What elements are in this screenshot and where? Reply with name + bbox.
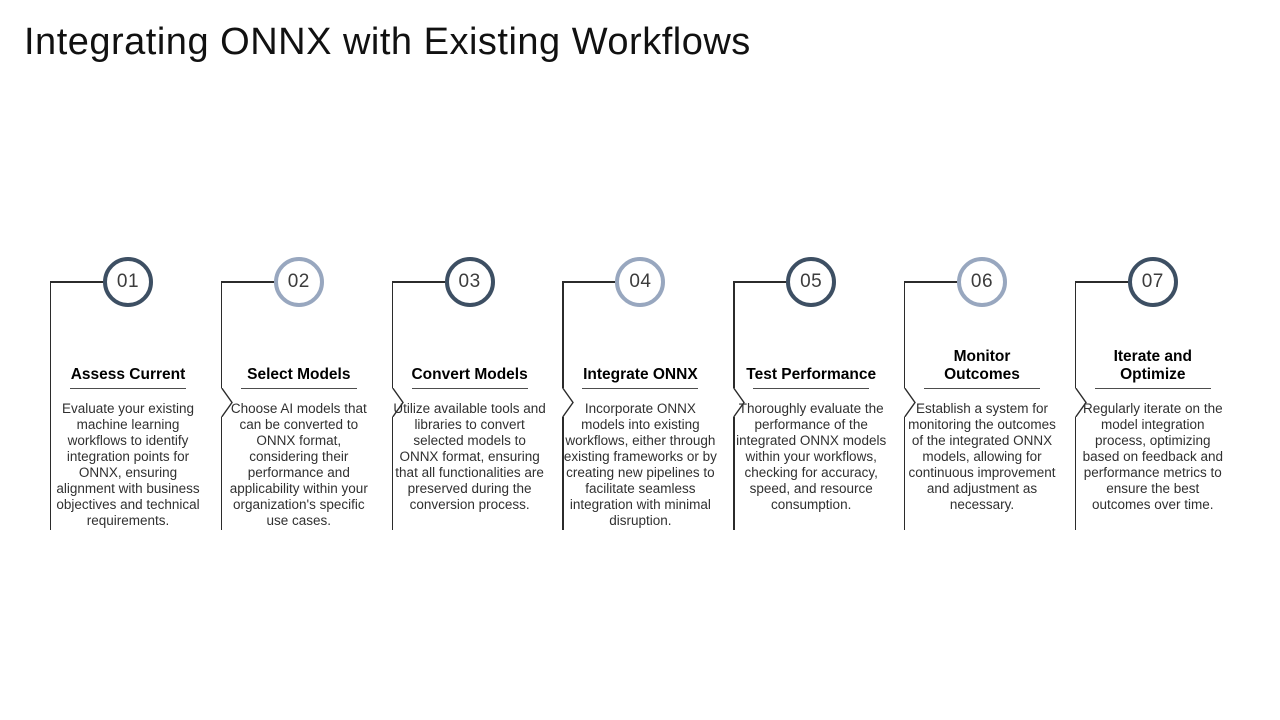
title-separator — [582, 388, 699, 389]
step-title-area: Iterate and Optimize — [1075, 328, 1231, 384]
step-title: Test Performance — [746, 366, 877, 383]
connector-line — [733, 281, 790, 283]
step-item: 05 Test Performance Thoroughly evaluate … — [733, 250, 903, 590]
bracket-line-bottom — [391, 417, 393, 530]
bracket-line-bottom — [562, 417, 564, 530]
chevron-right-icon — [1074, 388, 1087, 417]
step-title-area: Convert Models — [392, 328, 548, 384]
step-description: Evaluate your existing machine learning … — [56, 401, 200, 528]
connector-line — [220, 281, 277, 283]
title-separator — [753, 388, 870, 389]
step-description: Incorporate ONNX models into existing wo… — [563, 401, 717, 528]
step-number-circle: 04 — [615, 257, 666, 307]
step-title-area: Test Performance — [733, 328, 889, 384]
title-separator — [411, 388, 528, 389]
step-item: 07 Iterate and Optimize Regularly iterat… — [1074, 250, 1245, 590]
step-title-area: Assess Current — [50, 328, 206, 384]
bracket-line-bottom — [733, 417, 735, 530]
step-description: Utilize available tools and libraries to… — [393, 401, 546, 512]
bracket-line-top — [391, 281, 393, 388]
step-title: Monitor Outcomes — [944, 348, 1020, 383]
step-number-circle: 01 — [103, 257, 153, 307]
title-separator — [1094, 388, 1211, 389]
step-number: 06 — [970, 271, 994, 292]
step-title: Convert Models — [411, 366, 528, 383]
connector-line — [50, 281, 106, 283]
title-separator — [70, 388, 186, 389]
connector-line — [562, 281, 619, 283]
step-item: 06 Monitor Outcomes Establish a system f… — [904, 250, 1074, 590]
step-title-area: Monitor Outcomes — [904, 328, 1060, 384]
step-number: 02 — [287, 271, 310, 292]
step-description: Thoroughly evaluate the performance of t… — [736, 401, 887, 512]
step-item: 01 Assess Current Evaluate your existing… — [50, 250, 220, 590]
title-separator — [924, 388, 1040, 389]
step-number-circle: 02 — [273, 257, 324, 307]
connector-line — [904, 281, 960, 283]
step-title: Integrate ONNX — [583, 366, 698, 383]
bracket-line-top — [562, 281, 564, 388]
chevron-right-icon — [220, 388, 233, 417]
bracket-line-bottom — [220, 417, 223, 530]
title-separator — [240, 388, 357, 389]
bracket-line-top — [1074, 281, 1077, 388]
connector-line — [391, 281, 448, 283]
step-number: 01 — [116, 271, 140, 292]
step-title: Select Models — [247, 366, 351, 383]
bracket-line-top — [220, 281, 223, 388]
bracket-line-bottom — [1074, 417, 1077, 530]
connector-line — [1074, 281, 1131, 283]
step-number: 05 — [800, 271, 823, 292]
step-number: 07 — [1141, 271, 1164, 292]
step-description: Regularly iterate on the model integrati… — [1082, 401, 1223, 512]
page-title: Integrating ONNX with Existing Workflows — [24, 21, 751, 63]
step-description: Establish a system for monitoring the ou… — [908, 401, 1056, 512]
step-item: 02 Select Models Choose AI models that c… — [220, 250, 391, 590]
bracket-line-top — [733, 281, 735, 388]
step-number-circle: 03 — [444, 257, 495, 307]
step-item: 04 Integrate ONNX Incorporate ONNX model… — [562, 250, 732, 590]
bracket-line-top — [904, 281, 906, 388]
step-number-circle: 07 — [1127, 257, 1178, 307]
step-number: 03 — [458, 271, 481, 292]
step-title: Iterate and Optimize — [1113, 348, 1192, 383]
step-title-area: Select Models — [221, 328, 377, 384]
step-title-area: Integrate ONNX — [562, 328, 718, 384]
step-description: Choose AI models that can be converted t… — [229, 401, 368, 528]
chevron-right-icon — [733, 388, 746, 417]
bracket-line-bottom — [904, 417, 906, 530]
chevron-right-icon — [562, 388, 575, 417]
step-title: Assess Current — [70, 366, 186, 383]
step-item: 03 Convert Models Utilize available tool… — [391, 250, 562, 590]
step-number-circle: 06 — [957, 257, 1007, 307]
bracket-line-top — [50, 281, 52, 530]
step-number-circle: 05 — [786, 257, 837, 307]
chevron-right-icon — [391, 388, 404, 417]
step-number: 04 — [629, 271, 652, 292]
chevron-right-icon — [904, 388, 916, 417]
